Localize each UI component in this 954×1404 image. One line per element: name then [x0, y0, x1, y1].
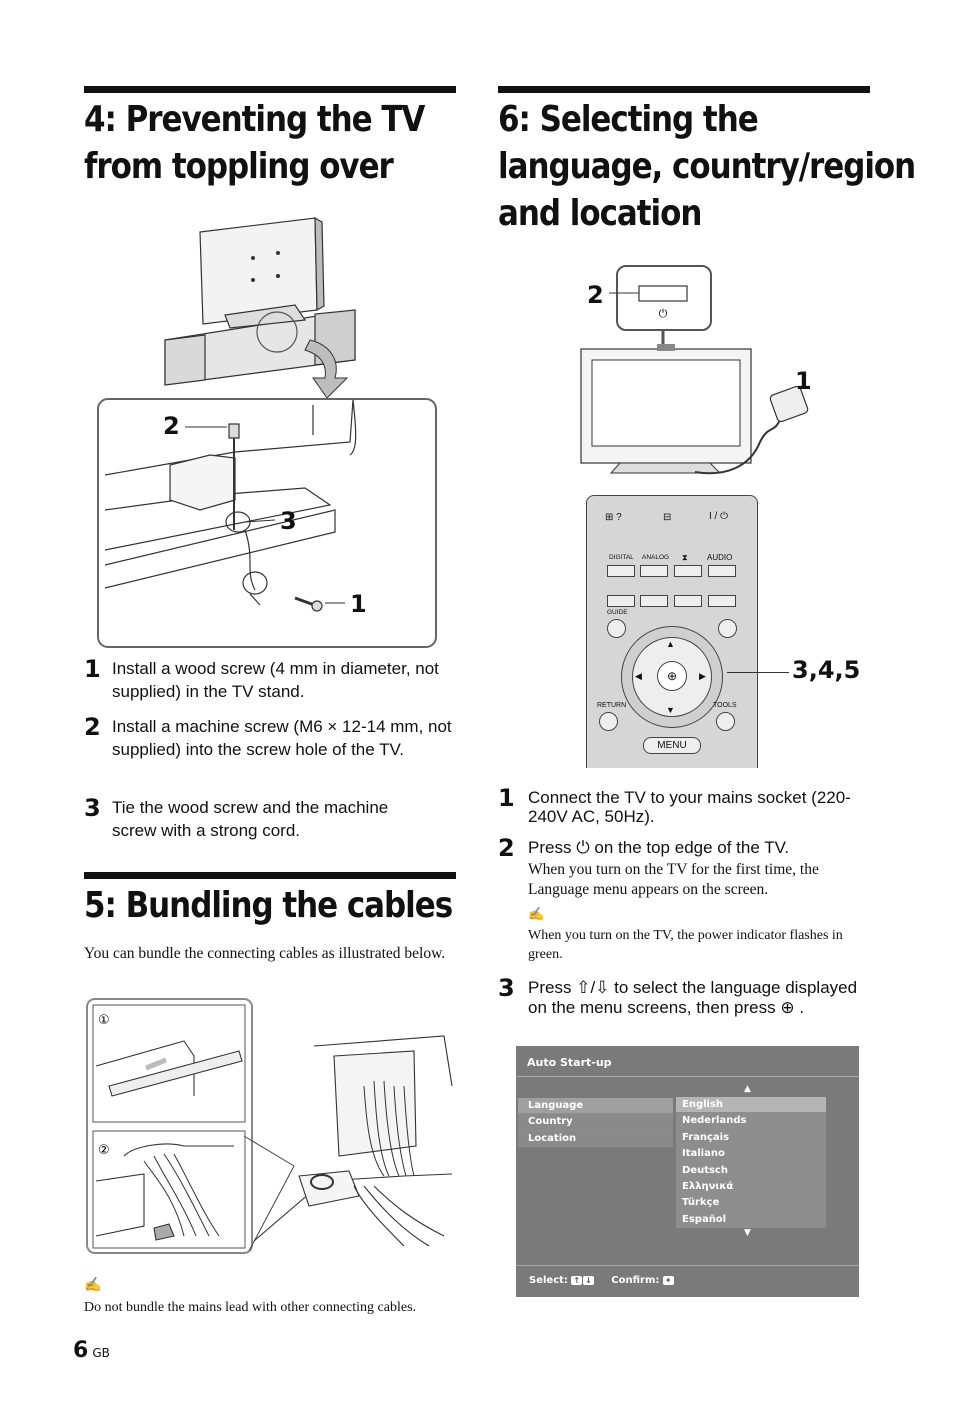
enter-key-icon: ✦: [662, 1275, 674, 1285]
navigation-ring: ▲ ▼ ◀ ▶ ⊕: [621, 626, 723, 728]
tools-label: TOOLS: [713, 702, 737, 709]
color-button-red[interactable]: [607, 595, 635, 607]
guide-label: GUIDE: [607, 609, 628, 616]
language-list: English Nederlands Français Italiano Deu…: [676, 1097, 826, 1229]
section6-step-2: 2 Press ⏻ on the top edge of the TV. Whe…: [498, 836, 870, 964]
panel-label-2: ②: [98, 1143, 110, 1158]
mains-cable: [694, 411, 784, 475]
section-rule: [84, 872, 456, 879]
menu-item-country[interactable]: Country: [518, 1114, 673, 1131]
guide-button[interactable]: [607, 619, 626, 638]
arrow-right-icon[interactable]: ▶: [699, 671, 706, 681]
menu-item-location[interactable]: Location: [518, 1130, 673, 1148]
language-option[interactable]: Nederlands: [676, 1113, 826, 1130]
scroll-down-icon[interactable]: ▼: [744, 1228, 751, 1238]
audio-label: AUDIO: [707, 553, 733, 562]
tv-screen: [591, 359, 741, 447]
section6-step-3: 3 Press ⇧/⇩ to select the language displ…: [498, 974, 858, 1017]
down-arrow-key-icon: ↓: [583, 1275, 594, 1285]
up-arrow-key-icon: ↑: [571, 1275, 583, 1285]
panel-label-1: ①: [98, 1013, 110, 1028]
section4-step-1: 1 Install a wood screw (4 mm in diameter…: [84, 655, 439, 701]
language-option[interactable]: Italiano: [676, 1146, 826, 1163]
analog-button[interactable]: [640, 565, 668, 577]
input-button[interactable]: [718, 619, 737, 638]
section-4-title: 4: Preventing the TV from toppling over: [84, 99, 425, 187]
callout-1: 1: [795, 367, 812, 395]
color-button-blue[interactable]: [708, 595, 736, 607]
power-icon: ⏻: [659, 307, 668, 320]
menu-item-language[interactable]: Language: [518, 1098, 673, 1115]
section-rule: [84, 86, 456, 93]
power-button[interactable]: [638, 285, 688, 302]
tv-toppling-illustration: 2 3 1: [97, 216, 437, 648]
color-button-green[interactable]: [640, 595, 668, 607]
tv-on-stand-illustration: [164, 216, 356, 386]
skip-button[interactable]: [674, 565, 702, 577]
section-rule: [498, 86, 870, 93]
language-option[interactable]: Deutsch: [676, 1162, 826, 1179]
section5-note: Do not bundle the mains lead with other …: [84, 1300, 417, 1315]
arrow-down-icon[interactable]: ▼: [666, 705, 675, 715]
language-option[interactable]: Español: [676, 1211, 826, 1229]
analog-label: ANALOG: [642, 554, 670, 561]
callout-3-4-5: 3,4,5: [792, 656, 861, 684]
arrow-up-icon[interactable]: ▲: [666, 639, 675, 649]
remote-power-button[interactable]: I / ⏻: [709, 511, 729, 522]
menu-button[interactable]: MENU: [643, 737, 701, 754]
auto-startup-menu: Auto Start-up ▲ Language Country Locatio…: [516, 1046, 859, 1297]
language-option[interactable]: Français: [676, 1129, 826, 1147]
tv-back-cables-drawing: [253, 1035, 453, 1247]
menu-title: Auto Start-up: [516, 1046, 859, 1077]
section5-intro: You can bundle the connecting cables as …: [84, 945, 446, 962]
note-pencil-icon: ✍: [528, 906, 545, 921]
section-6-title: 6: Selecting the language, country/regio…: [498, 99, 916, 234]
arrow-left-icon[interactable]: ◀: [635, 671, 642, 681]
info-button-icon[interactable]: ⊞ ?: [605, 512, 622, 523]
wide-button-icon[interactable]: ⊟: [663, 512, 672, 523]
curved-arrow-icon: [304, 339, 349, 399]
digital-label: DIGITAL: [609, 554, 634, 561]
section6-step-1: 1 Connect the TV to your mains socket (2…: [498, 784, 851, 826]
language-option[interactable]: English: [676, 1097, 826, 1114]
return-label: RETURN: [597, 702, 627, 709]
menu-left-list: Language Country Location: [518, 1098, 673, 1148]
tv-power-illustration: ⏻ 2 1: [580, 265, 812, 475]
up-down-arrows-icon: ⇧/⇩: [576, 978, 610, 997]
color-button-yellow[interactable]: [674, 595, 702, 607]
audio-button[interactable]: [708, 565, 736, 577]
section-5-title: 5: Bundling the cables: [84, 885, 453, 926]
enter-button[interactable]: ⊕: [657, 661, 687, 691]
callout-2: 2: [163, 412, 180, 440]
stand-detail-drawing: [104, 399, 357, 612]
note-pencil-icon: ✍: [84, 1276, 102, 1292]
language-option[interactable]: Ελληνικά: [676, 1178, 826, 1196]
detail-frame: [97, 398, 437, 648]
menu-footer: Select: ↑↓ Confirm: ✦: [516, 1265, 859, 1297]
digital-button[interactable]: [607, 565, 635, 577]
tools-button[interactable]: [716, 712, 735, 731]
section4-step-2: 2 Install a machine screw (M6 × 12-14 mm…: [84, 713, 452, 759]
power-icon: ⏻: [576, 838, 590, 857]
callout-leader: [727, 672, 789, 673]
callout-2: 2: [587, 281, 604, 309]
cable-tie-drawing: [95, 1040, 243, 1241]
return-button[interactable]: [599, 712, 618, 731]
callout-1: 1: [350, 590, 367, 618]
language-option[interactable]: Türkçe: [676, 1195, 826, 1212]
skip-icon: ⧗: [682, 553, 688, 562]
callout-3: 3: [280, 507, 297, 535]
scroll-up-icon[interactable]: ▲: [744, 1084, 751, 1094]
mains-plug-icon: [769, 385, 809, 423]
remote-control: ⊞ ? ⊟ I / ⏻ DIGITAL ANALOG ⧗ AUDIO GUIDE…: [586, 495, 758, 768]
section4-step-3: 3 Tie the wood screw and the machine scr…: [84, 794, 389, 840]
enter-icon: ⊕: [780, 997, 795, 1017]
cable-bundle-illustration: ① ②: [86, 998, 453, 1254]
